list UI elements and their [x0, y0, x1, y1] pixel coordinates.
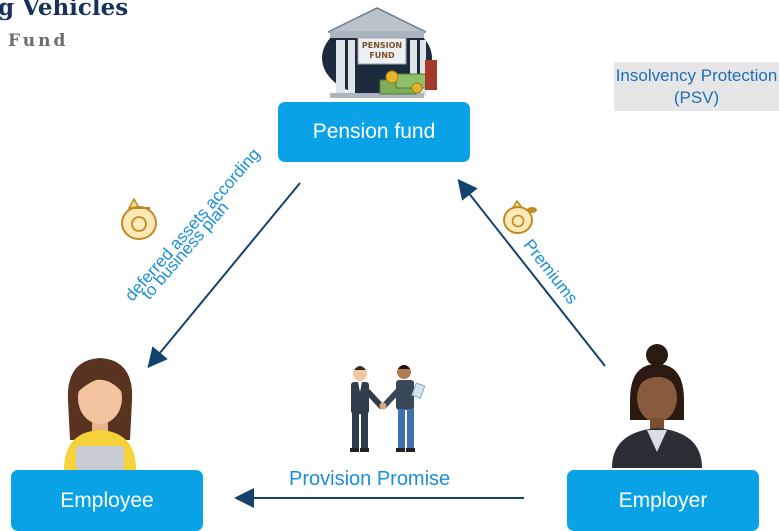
- employer-avatar-icon: [612, 344, 702, 468]
- building-sign-line2: FUND: [369, 51, 395, 60]
- page-title: g Vehicles: [0, 0, 129, 21]
- employee-avatar-icon: [64, 358, 136, 470]
- handshake-icon: [350, 365, 426, 452]
- pension-fund-node[interactable]: Pension fund: [278, 102, 470, 162]
- insolvency-protection-badge: Insolvency Protection (PSV): [614, 62, 779, 111]
- page-subtitle: Fund: [8, 31, 69, 51]
- employee-node[interactable]: Employee: [11, 470, 203, 531]
- money-bag-icon-premiums: [503, 199, 537, 234]
- money-bag-icon: [121, 197, 157, 240]
- arrow-employer-to-fund: [457, 178, 606, 367]
- edge-label-provision-promise: Provision Promise: [289, 468, 451, 490]
- employer-node[interactable]: Employer: [567, 470, 759, 531]
- arrow-fund-to-employee: [147, 182, 301, 369]
- pension-building-icon: PENSION FUND: [322, 7, 437, 98]
- building-sign-line1: PENSION: [362, 41, 402, 50]
